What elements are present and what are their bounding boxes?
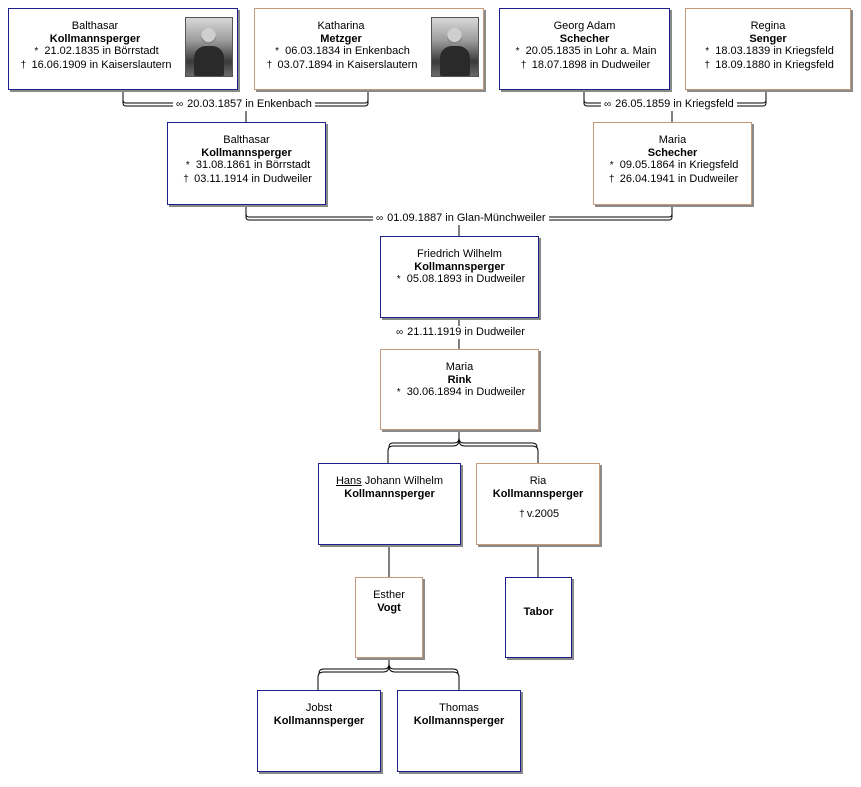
person-card-tabor[interactable]: Tabor xyxy=(505,577,572,658)
marriage-date: 21.11.1919 in Dudweiler xyxy=(407,326,525,338)
given-name: Friedrich Wilhelm xyxy=(417,248,502,260)
person-card-maria-schecher[interactable]: Maria Schecher * 09.05.1864 in Kriegsfel… xyxy=(593,122,752,205)
death-symbol: † xyxy=(266,59,273,71)
birth-symbol: * xyxy=(396,387,401,398)
given-name: Jobst xyxy=(305,702,333,714)
portrait-photo xyxy=(185,17,233,77)
person-card-balthasar-jr[interactable]: Balthasar Kollmannsperger * 31.08.1861 i… xyxy=(167,122,326,205)
birth-date: 18.03.1839 in Kriegsfeld xyxy=(715,45,834,57)
surname: Kollmannsperger xyxy=(49,32,141,45)
person-card-regina[interactable]: Regina Senger * 18.03.1839 in Kriegsfeld… xyxy=(685,8,851,90)
birth-date: 05.08.1893 in Dudweiler xyxy=(406,273,526,285)
given-name: Ria xyxy=(529,475,547,487)
birth-symbol: * xyxy=(185,160,190,171)
death-symbol: † xyxy=(20,59,27,71)
birth-symbol: * xyxy=(609,160,614,171)
death-symbol: † xyxy=(704,59,710,71)
given-name: Katharina xyxy=(317,20,365,32)
death-symbol: † xyxy=(520,59,527,71)
given-name: Maria xyxy=(658,134,687,146)
person-card-jobst[interactable]: Jobst Kollmannsperger xyxy=(257,690,381,772)
surname: Kollmannsperger xyxy=(492,487,584,500)
death-date: 03.11.1914 in Dudweiler xyxy=(194,172,312,185)
person-card-ria[interactable]: Ria Kollmannsperger †v.2005 xyxy=(476,463,600,545)
death-date: v.2005 xyxy=(526,508,560,520)
person-card-katharina[interactable]: Katharina Metzger * 06.03.1834 in Enkenb… xyxy=(254,8,484,90)
connector-line xyxy=(458,430,539,463)
surname: Rink xyxy=(447,373,472,386)
person-card-hans[interactable]: Hans Johann Wilhelm Kollmannsperger xyxy=(318,463,461,545)
surname: Senger xyxy=(749,32,787,45)
given-name: Johann Wilhelm xyxy=(361,475,443,487)
marriage-label-4: ∞ 21.11.1919 in Dudweiler xyxy=(393,326,528,339)
person-card-maria-rink[interactable]: Maria Rink * 30.06.1894 in Dudweiler xyxy=(380,349,539,430)
birth-date: 06.03.1834 in Enkenbach xyxy=(285,45,410,57)
birth-date: 09.05.1864 in Kriegsfeld xyxy=(619,159,739,171)
surname: Kollmannsperger xyxy=(201,146,292,159)
portrait-photo xyxy=(431,17,479,77)
death-date: 03.07.1894 in Kaiserslautern xyxy=(277,58,418,71)
call-name: Hans xyxy=(335,475,362,487)
connector-line xyxy=(388,658,460,690)
marriage-label-3: ∞ 01.09.1887 in Glan-Münchweiler xyxy=(373,212,549,225)
death-date: 16.06.1909 in Kaiserslautern xyxy=(31,58,172,71)
surname: Schecher xyxy=(559,32,610,45)
given-name: Thomas xyxy=(439,702,479,714)
connector-line xyxy=(387,430,460,463)
given-name: Georg Adam xyxy=(553,20,616,32)
marriage-label-2: ∞ 26.05.1859 in Kriegsfeld xyxy=(601,98,737,111)
marriage-rings-icon: ∞ xyxy=(604,99,611,110)
marriage-rings-icon: ∞ xyxy=(396,327,403,338)
given-name: Balthasar xyxy=(223,134,270,146)
birth-symbol: * xyxy=(275,46,280,57)
death-symbol: † xyxy=(608,173,615,185)
person-card-balthasar-sr[interactable]: Balthasar Kollmannsperger * 21.02.1835 i… xyxy=(8,8,238,90)
marriage-rings-icon: ∞ xyxy=(176,99,183,110)
birth-date: 20.05.1835 in Lohr a. Main xyxy=(525,45,657,57)
surname: Tabor xyxy=(523,606,554,618)
person-card-esther[interactable]: Esther Vogt xyxy=(355,577,423,658)
given-name: Esther xyxy=(373,589,405,601)
marriage-rings-icon: ∞ xyxy=(376,213,383,224)
person-card-georg-adam[interactable]: Georg Adam Schecher * 20.05.1835 in Lohr… xyxy=(499,8,670,90)
connector-line xyxy=(318,658,390,674)
birth-symbol: * xyxy=(515,46,520,57)
death-date: 18.09.1880 in Kriegsfeld xyxy=(715,58,834,71)
surname: Schecher xyxy=(647,146,698,159)
surname: Kollmannsperger xyxy=(273,714,365,727)
connector-line xyxy=(458,430,538,448)
given-name: Maria xyxy=(445,361,474,373)
birth-date: 31.08.1861 in Börrstadt xyxy=(195,159,311,171)
death-symbol: † xyxy=(183,173,189,185)
surname: Vogt xyxy=(377,601,401,614)
connector-line xyxy=(388,658,459,674)
surname: Kollmannsperger xyxy=(413,714,505,727)
connector-line xyxy=(388,430,460,448)
birth-date: 21.02.1835 in Börrstadt xyxy=(44,45,159,57)
surname: Kollmannsperger xyxy=(414,260,505,273)
birth-symbol: * xyxy=(705,46,710,57)
marriage-date: 26.05.1859 in Kriegsfeld xyxy=(615,98,734,110)
birth-date: 30.06.1894 in Dudweiler xyxy=(406,386,526,398)
given-name: Balthasar xyxy=(71,20,119,32)
person-card-thomas[interactable]: Thomas Kollmannsperger xyxy=(397,690,521,772)
marriage-date: 01.09.1887 in Glan-Münchweiler xyxy=(387,212,546,224)
surname: Kollmannsperger xyxy=(344,487,435,500)
birth-symbol: * xyxy=(34,46,39,57)
given-name: Regina xyxy=(750,20,786,32)
death-date: 18.07.1898 in Dudweiler xyxy=(531,58,651,71)
death-symbol: † xyxy=(519,509,525,520)
marriage-label-1: ∞ 20.03.1857 in Enkenbach xyxy=(173,98,315,111)
marriage-date: 20.03.1857 in Enkenbach xyxy=(187,98,312,110)
person-card-friedrich-wilhelm[interactable]: Friedrich Wilhelm Kollmannsperger * 05.0… xyxy=(380,236,539,318)
connector-line xyxy=(317,658,390,690)
birth-symbol: * xyxy=(396,274,401,285)
surname: Metzger xyxy=(320,32,362,45)
death-date: 26.04.1941 in Dudweiler xyxy=(619,172,739,185)
